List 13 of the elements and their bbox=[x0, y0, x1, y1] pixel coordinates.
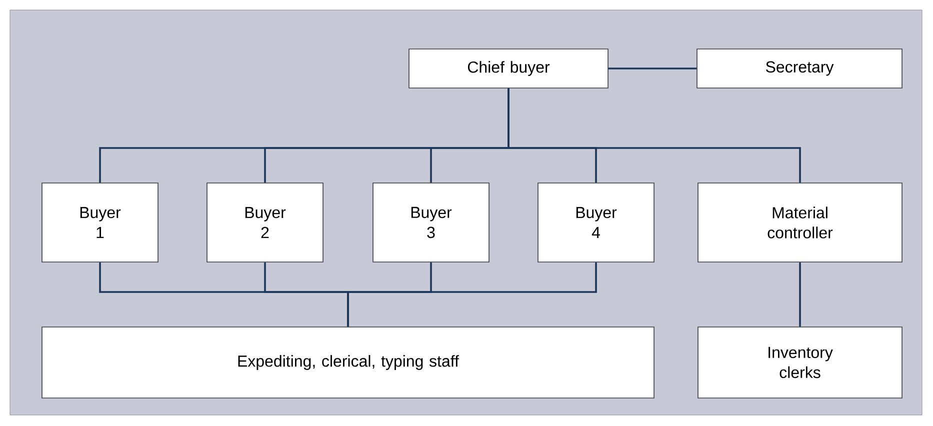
org-box: Buyer 3 bbox=[372, 182, 490, 262]
connector-line bbox=[608, 68, 697, 70]
org-box: Expediting, clerical, typing staff bbox=[42, 326, 654, 398]
connector-line bbox=[347, 262, 597, 327]
org-box: Buyer 2 bbox=[206, 182, 324, 262]
org-box: Buyer 4 bbox=[538, 182, 654, 262]
org-box: Inventory clerks bbox=[698, 326, 902, 398]
org-box: Secretary bbox=[696, 48, 902, 88]
connector-line bbox=[508, 88, 801, 183]
connector-line bbox=[799, 262, 801, 327]
org-box: Material controller bbox=[698, 182, 902, 262]
org-box: Chief buyer bbox=[408, 48, 608, 88]
org-box: Buyer 1 bbox=[42, 182, 158, 262]
